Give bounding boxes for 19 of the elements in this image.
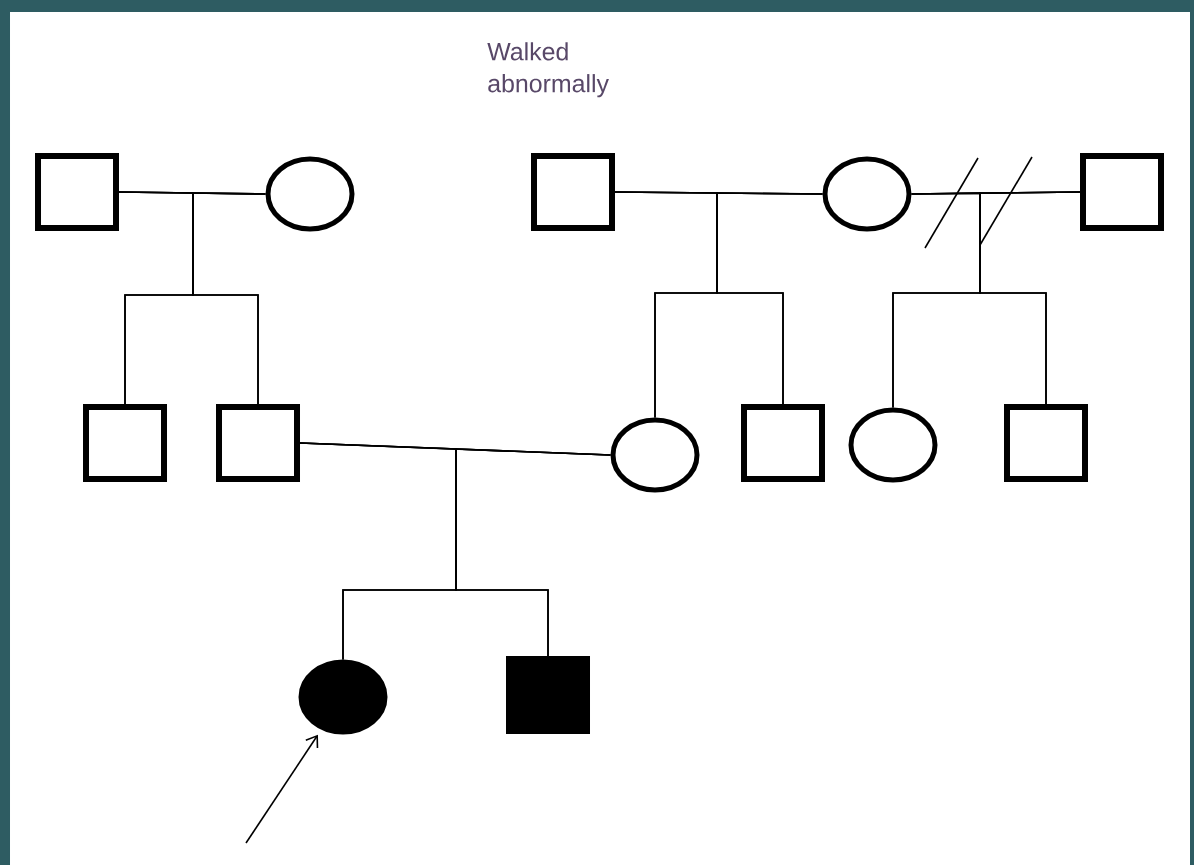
note-text: Walked abnormally — [487, 42, 609, 98]
square-symbol — [216, 404, 300, 482]
proband-arrow — [245, 734, 319, 844]
square-symbol — [531, 153, 615, 231]
circle-symbol — [265, 156, 355, 232]
filled-circle-symbol — [298, 659, 388, 735]
line-of-descent — [979, 191, 1081, 405]
line-of-descent — [455, 448, 612, 657]
line-of-descent — [192, 192, 267, 405]
line-of-descent — [716, 192, 824, 405]
square-symbol — [741, 404, 825, 482]
circle-symbol — [848, 407, 938, 483]
circle-symbol — [822, 156, 912, 232]
square-symbol — [1080, 153, 1164, 231]
square-symbol — [83, 404, 167, 482]
square-symbol — [1004, 404, 1088, 482]
filled-square-symbol — [506, 656, 590, 734]
circle-symbol — [610, 417, 700, 493]
square-symbol — [35, 153, 119, 231]
